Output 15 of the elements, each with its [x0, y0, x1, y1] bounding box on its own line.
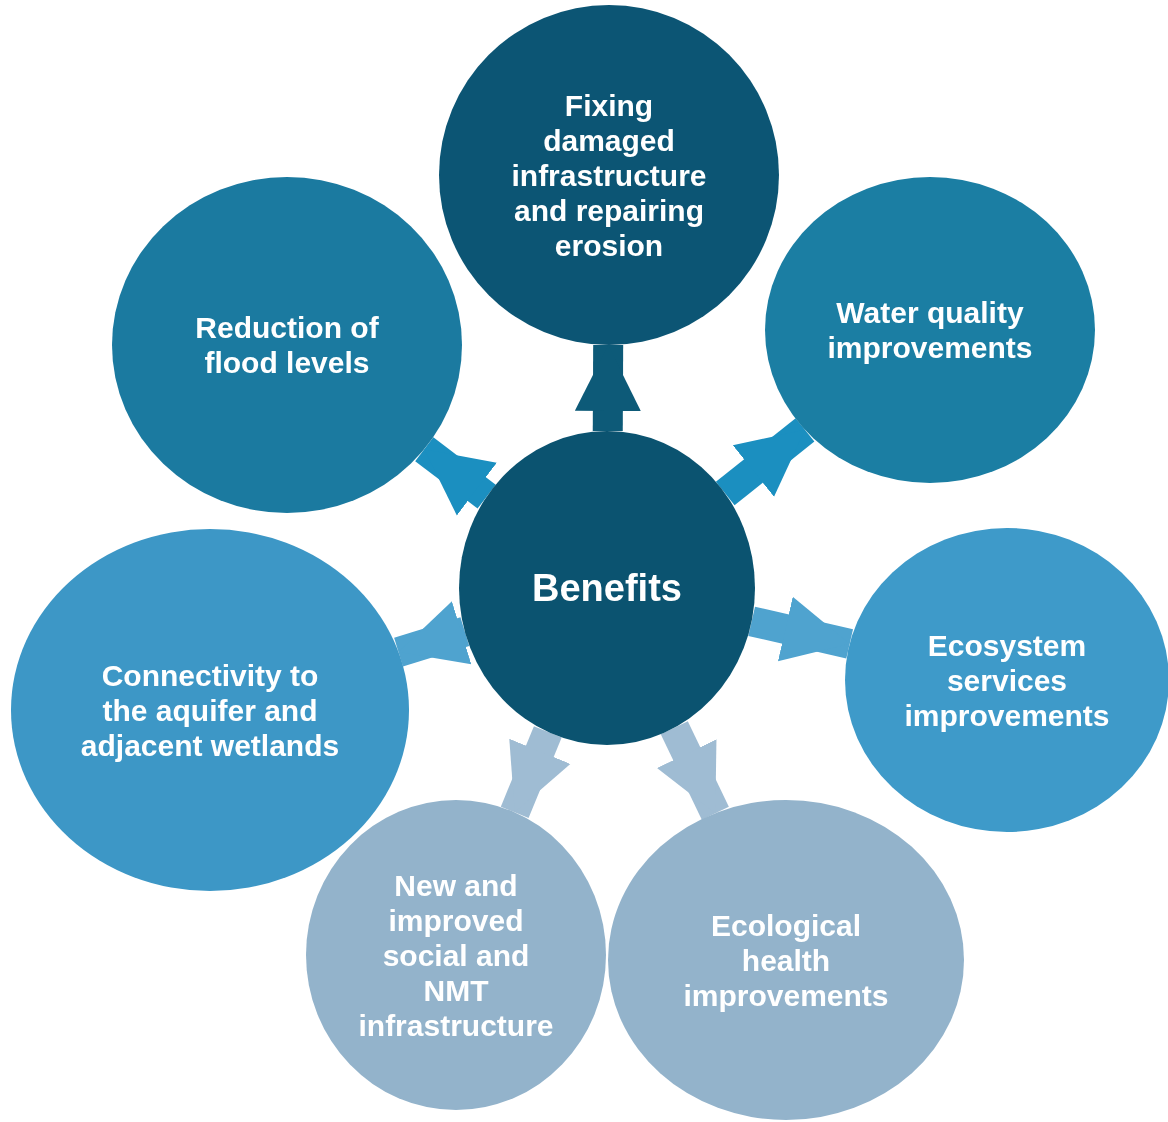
benefit-label: Connectivity to the aquifer and adjacent wetlands [80, 657, 340, 763]
block-arrow [574, 344, 641, 432]
block-arrow [748, 596, 853, 662]
center-title: Benefits [532, 570, 682, 606]
benefit-label: Reduction of flood levels [194, 310, 380, 380]
block-arrow [715, 418, 815, 506]
benefit-label: Fixing damaged infrastructure and repairing erosion [510, 87, 708, 263]
block-arrow [394, 601, 472, 667]
block-arrow [657, 721, 729, 820]
block-arrow [415, 437, 497, 516]
block-arrow [500, 726, 571, 819]
benefit-label: Ecosystem services improvements [903, 627, 1111, 733]
benefit-label: Ecological health improvements [682, 907, 890, 1013]
benefit-label: Water quality improvements [826, 295, 1034, 365]
benefit-label: New and improved social and NMT infrastructure [357, 867, 555, 1043]
